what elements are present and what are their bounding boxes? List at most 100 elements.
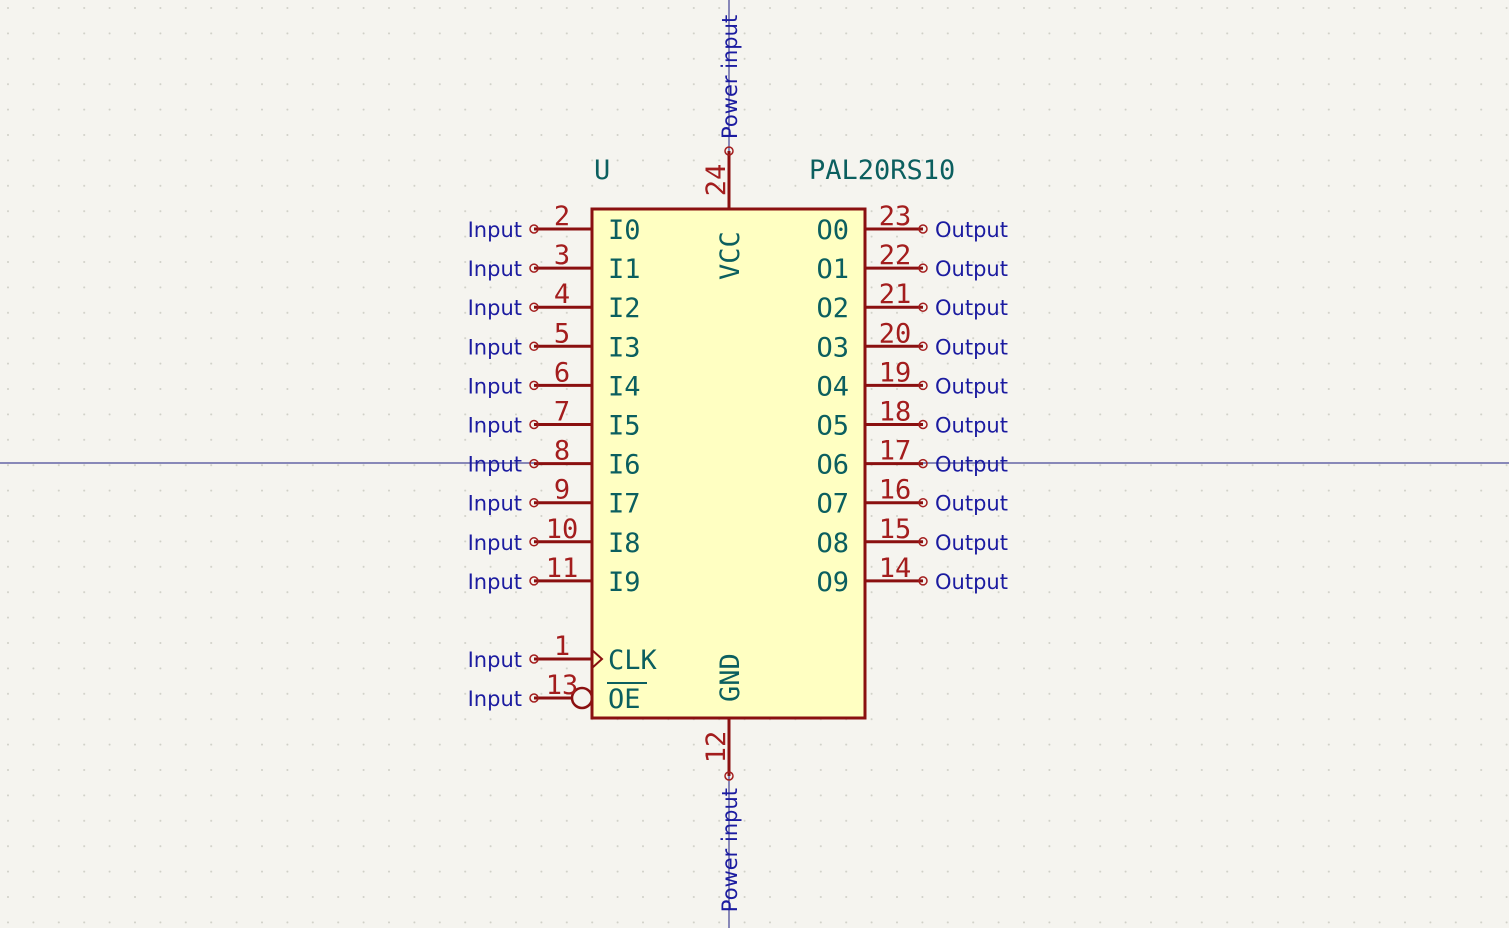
pin-name: O9: [816, 567, 849, 598]
pin-i1[interactable]: 3 I1 Input: [468, 240, 641, 285]
pin-electrical-type: Power input: [718, 15, 742, 139]
pin-name: I5: [608, 411, 641, 442]
pin-electrical-type: Input: [468, 374, 522, 398]
pin-name: I8: [608, 528, 641, 559]
pin-name: I3: [608, 332, 641, 363]
pin-oe[interactable]: 13 OE Input: [468, 670, 647, 715]
pin-i7[interactable]: 9 I7 Input: [468, 475, 641, 520]
pin-name: O1: [816, 254, 849, 285]
pin-number: 2: [554, 201, 570, 232]
pin-number: 9: [554, 475, 570, 506]
pin-number: 13: [546, 670, 579, 701]
pin-number: 21: [879, 279, 912, 310]
pin-number: 19: [879, 357, 912, 388]
pin-name: OE: [608, 684, 641, 715]
pin-number: 10: [546, 514, 579, 545]
pin-o5[interactable]: 18 O5 Output: [816, 397, 1007, 442]
pin-o8[interactable]: 15 O8 Output: [816, 514, 1007, 559]
pin-number: 22: [879, 240, 912, 271]
value-field[interactable]: PAL20RS10: [809, 155, 955, 186]
pin-clk[interactable]: 1 CLK Input: [468, 631, 658, 676]
reference-designator[interactable]: U: [594, 155, 610, 186]
pin-name: I4: [608, 371, 641, 402]
pin-number: 20: [879, 318, 912, 349]
pin-name: I0: [608, 215, 641, 246]
pin-number: 23: [879, 201, 912, 232]
pin-number: 16: [879, 475, 912, 506]
pin-number: 4: [554, 279, 570, 310]
pin-electrical-type: Output: [935, 218, 1008, 242]
pin-electrical-type: Output: [935, 296, 1008, 320]
pin-gnd[interactable]: 12 GND Power input: [701, 653, 746, 912]
pin-electrical-type: Input: [468, 687, 522, 711]
pin-number: 1: [554, 631, 570, 662]
pin-electrical-type: Input: [468, 257, 522, 281]
pin-electrical-type: Output: [935, 453, 1008, 477]
pin-name: I7: [608, 489, 641, 520]
pin-name: I2: [608, 293, 641, 324]
pin-electrical-type: Input: [468, 296, 522, 320]
pin-number: 14: [879, 553, 912, 584]
pin-name: O8: [816, 528, 849, 559]
pin-name: CLK: [608, 645, 658, 676]
pin-name: I1: [608, 254, 641, 285]
pin-i8[interactable]: 10 I8 Input: [468, 514, 641, 559]
pin-name: O3: [816, 332, 849, 363]
pin-number: 12: [701, 731, 732, 764]
pin-number: 3: [554, 240, 570, 271]
pin-electrical-type: Input: [468, 218, 522, 242]
pin-number: 24: [701, 164, 732, 197]
symbol-body[interactable]: [590, 207, 867, 720]
pin-electrical-type: Input: [468, 531, 522, 555]
pin-o7[interactable]: 16 O7 Output: [816, 475, 1007, 520]
pin-o3[interactable]: 20 O3 Output: [816, 318, 1007, 363]
pin-o9[interactable]: 14 O9 Output: [816, 553, 1007, 598]
pin-number: 7: [554, 397, 570, 428]
pin-number: 11: [546, 553, 579, 584]
pin-name: O0: [816, 215, 849, 246]
pin-o4[interactable]: 19 O4 Output: [816, 357, 1007, 402]
pin-i0[interactable]: 2 I0 Input: [468, 201, 641, 246]
pin-name: VCC: [715, 231, 746, 280]
pin-vcc[interactable]: 24 VCC Power input: [701, 15, 746, 280]
pin-electrical-type: Input: [468, 648, 522, 672]
pin-i9[interactable]: 11 I9 Input: [468, 553, 641, 598]
pin-number: 17: [879, 436, 912, 467]
pin-i6[interactable]: 8 I6 Input: [468, 436, 641, 481]
pin-electrical-type: Output: [935, 335, 1008, 359]
pin-electrical-type: Power input: [718, 788, 742, 912]
inversion-bubble-icon: [570, 686, 594, 710]
pin-electrical-type: Output: [935, 374, 1008, 398]
pin-electrical-type: Input: [468, 335, 522, 359]
pin-i3[interactable]: 5 I3 Input: [468, 318, 641, 363]
pin-name: I9: [608, 567, 641, 598]
pin-name: O5: [816, 411, 849, 442]
pin-electrical-type: Output: [935, 414, 1008, 438]
pin-name: O4: [816, 371, 849, 402]
pin-name: O2: [816, 293, 849, 324]
pin-electrical-type: Output: [935, 492, 1008, 516]
pin-o0[interactable]: 23 O0 Output: [816, 201, 1007, 246]
clock-indicator-icon: [591, 649, 604, 669]
pin-electrical-type: Input: [468, 492, 522, 516]
pin-number: 5: [554, 318, 570, 349]
pin-o2[interactable]: 21 O2 Output: [816, 279, 1007, 324]
pin-electrical-type: Input: [468, 453, 522, 477]
pin-number: 15: [879, 514, 912, 545]
pin-electrical-type: Output: [935, 570, 1008, 594]
pin-i2[interactable]: 4 I2 Input: [468, 279, 641, 324]
pin-name: I6: [608, 450, 641, 481]
pin-name: GND: [715, 653, 746, 702]
pin-number: 18: [879, 397, 912, 428]
pin-electrical-type: Output: [935, 531, 1008, 555]
pin-number: 8: [554, 436, 570, 467]
pin-electrical-type: Input: [468, 570, 522, 594]
pin-name: O7: [816, 489, 849, 520]
